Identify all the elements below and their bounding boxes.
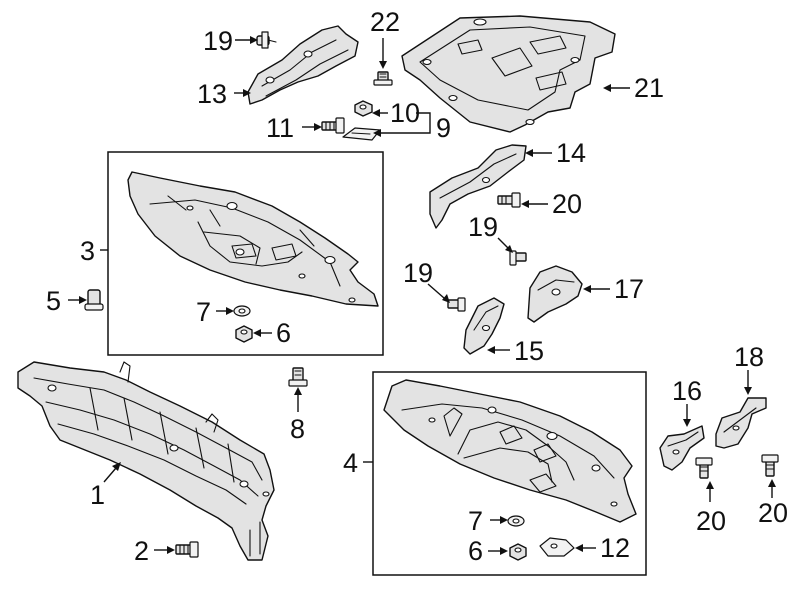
part-11-bolt <box>321 117 345 134</box>
part-1-carrier <box>17 361 275 561</box>
part-9-label-plate <box>342 127 381 141</box>
part-19-bolt-top <box>256 31 277 49</box>
callout-7-b: 7 <box>468 506 483 536</box>
part-17-bracket <box>527 265 583 323</box>
part-20-bolt-bottom-b <box>761 454 779 477</box>
part-10-nut <box>354 100 373 117</box>
part-6-nut-b <box>509 543 527 561</box>
part-16-bracket <box>659 425 705 471</box>
part-20-bolt-bottom-a <box>695 457 713 479</box>
assembly-box-4 <box>372 371 647 576</box>
part-13-bracket <box>247 25 359 105</box>
callout-20-mid: 20 <box>552 189 582 219</box>
part-18-bracket <box>715 397 767 449</box>
callout-19-mid: 19 <box>468 212 498 242</box>
part-15-bracket <box>463 297 505 355</box>
callout-22: 22 <box>370 7 400 37</box>
callout-3: 3 <box>80 236 95 266</box>
part-22-bolt <box>373 71 393 86</box>
callout-20-bottom-a: 20 <box>696 506 726 536</box>
callout-13: 13 <box>197 79 227 109</box>
callout-6-b: 6 <box>468 536 483 566</box>
assembly-box-3 <box>107 151 384 356</box>
part-20-bolt-mid <box>497 192 521 208</box>
callout-9: 9 <box>436 113 451 143</box>
part-6-nut-a <box>235 325 253 343</box>
part-2-bolt <box>175 541 199 558</box>
leader-lines <box>68 36 776 555</box>
part-8-bolt <box>288 367 308 387</box>
part-19-bolt-mid <box>509 250 527 266</box>
part-21-splash-shield <box>401 15 616 133</box>
callout-18: 18 <box>734 342 764 372</box>
callout-17: 17 <box>614 274 644 304</box>
callout-7-a: 7 <box>196 297 211 327</box>
callout-15: 15 <box>514 336 544 366</box>
callout-19-left: 19 <box>403 258 433 288</box>
callout-21: 21 <box>634 73 664 103</box>
callout-10: 10 <box>390 98 420 128</box>
part-7-washer-b <box>507 515 525 527</box>
callout-labels: 19 22 13 21 10 11 9 14 20 19 3 19 17 5 7… <box>46 7 788 566</box>
part-14-bracket <box>429 144 527 229</box>
part-3-air-deflector <box>127 171 379 307</box>
callout-2: 2 <box>134 536 149 566</box>
callout-5: 5 <box>46 286 61 316</box>
part-7-washer-a <box>233 305 251 317</box>
callout-11: 11 <box>266 113 294 143</box>
callout-12: 12 <box>600 533 630 563</box>
part-19-bolt-left <box>447 297 466 312</box>
callout-4: 4 <box>343 448 358 478</box>
callout-8: 8 <box>290 414 305 444</box>
part-5-clip <box>84 289 104 311</box>
callout-19-top: 19 <box>203 26 233 56</box>
callout-1: 1 <box>90 480 105 510</box>
part-4-splash-shield <box>383 379 637 523</box>
part-12-insulator <box>539 537 575 557</box>
callout-20-bottom-b: 20 <box>758 498 788 528</box>
callout-14: 14 <box>556 138 586 168</box>
callout-16: 16 <box>672 376 702 406</box>
callout-6-a: 6 <box>276 318 291 348</box>
